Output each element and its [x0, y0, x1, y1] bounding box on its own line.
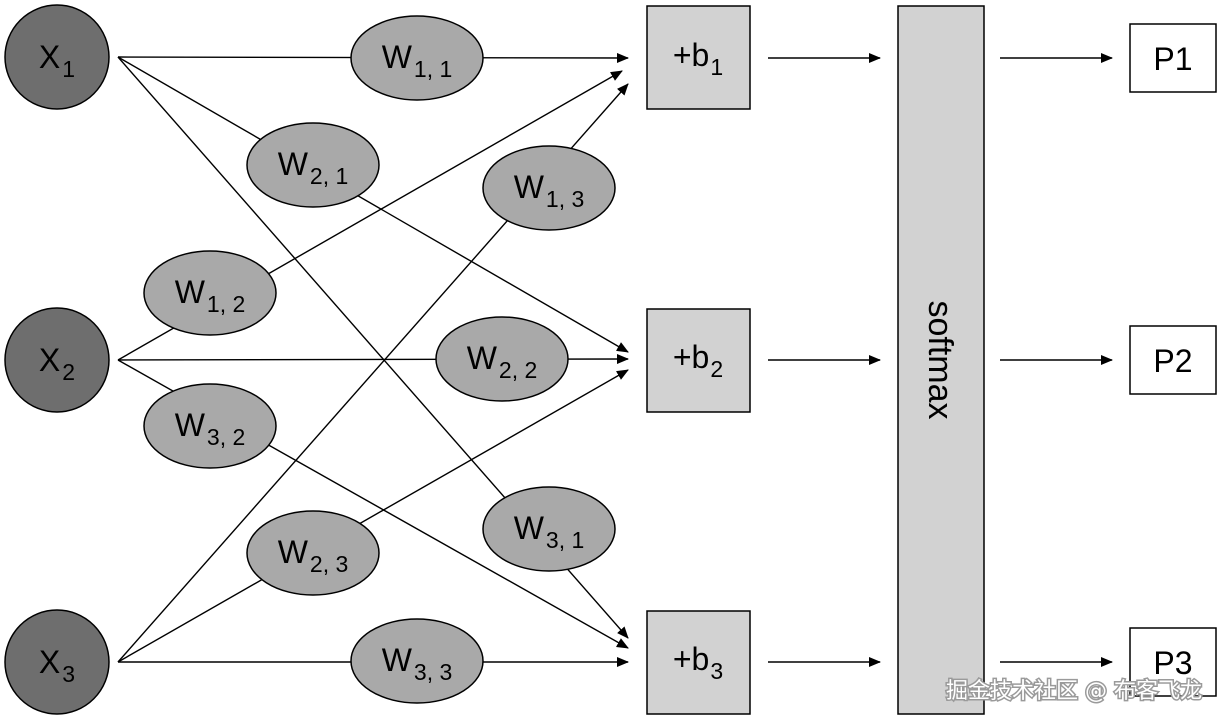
input-node-x1: X1: [4, 4, 110, 110]
output-label-p1: P1: [1153, 41, 1192, 77]
weight-label-w21: W2, 1: [278, 146, 349, 189]
bias-label-b3: +b3: [673, 641, 723, 684]
input-nodes: X1 X2 X3: [4, 4, 110, 715]
weight-node-w22: W2, 2: [435, 316, 569, 402]
bias-box-b3: +b3: [646, 610, 751, 715]
weight-label-w31: W3, 1: [514, 510, 585, 553]
weight-label-w11: W1, 1: [382, 39, 453, 82]
bias-box-b2: +b2: [646, 308, 751, 413]
softmax-label: softmax: [921, 300, 959, 419]
weight-label-w33: W3, 3: [382, 642, 453, 685]
weight-node-w31: W3, 1: [482, 486, 616, 572]
input-node-x3: X3: [4, 609, 110, 715]
watermark: 掘金技术社区 @ 布客飞龙: [945, 678, 1204, 706]
softmax-block: softmax: [897, 5, 985, 715]
weight-node-w23: W2, 3: [246, 510, 380, 596]
watermark-text: 掘金技术社区 @ 布客飞龙: [946, 679, 1202, 704]
weight-node-w11: W1, 1: [350, 15, 484, 101]
bias-label-b1: +b1: [673, 37, 723, 80]
bias-boxes: +b1 +b2 +b3: [646, 5, 751, 715]
input-label-x1: X1: [39, 39, 75, 82]
output-boxes: P1 P2 P3: [1129, 23, 1217, 697]
weight-node-w12: W1, 2: [143, 250, 277, 336]
bias-box-b1: +b1: [646, 5, 751, 110]
input-node-x2: X2: [4, 307, 110, 413]
weight-label-w23: W2, 3: [278, 534, 349, 577]
input-label-x3: X3: [39, 644, 75, 687]
weight-node-w21: W2, 1: [246, 122, 380, 208]
bias-label-b2: +b2: [673, 339, 723, 382]
weight-label-w22: W2, 2: [467, 340, 538, 383]
input-label-x2: X2: [39, 342, 75, 385]
edge-x1-to-b2: [117, 56, 629, 353]
output-box-p1: P1: [1129, 23, 1217, 93]
weight-label-w13: W1, 3: [514, 169, 585, 212]
weight-label-w32: W3, 2: [175, 407, 246, 450]
output-box-p3: P3: [1129, 627, 1217, 697]
edge-x3-to-b2: [117, 369, 629, 663]
output-label-p3: P3: [1153, 645, 1192, 681]
weight-node-w13: W1, 3: [482, 145, 616, 231]
output-label-p2: P2: [1153, 343, 1192, 379]
weight-node-w33: W3, 3: [350, 618, 484, 704]
weight-nodes: W1, 1 W2, 1 W1, 3 W1, 2 W2, 2: [143, 15, 616, 704]
weight-node-w32: W3, 2: [143, 383, 277, 469]
output-box-p2: P2: [1129, 325, 1217, 395]
weight-label-w12: W1, 2: [175, 274, 246, 317]
